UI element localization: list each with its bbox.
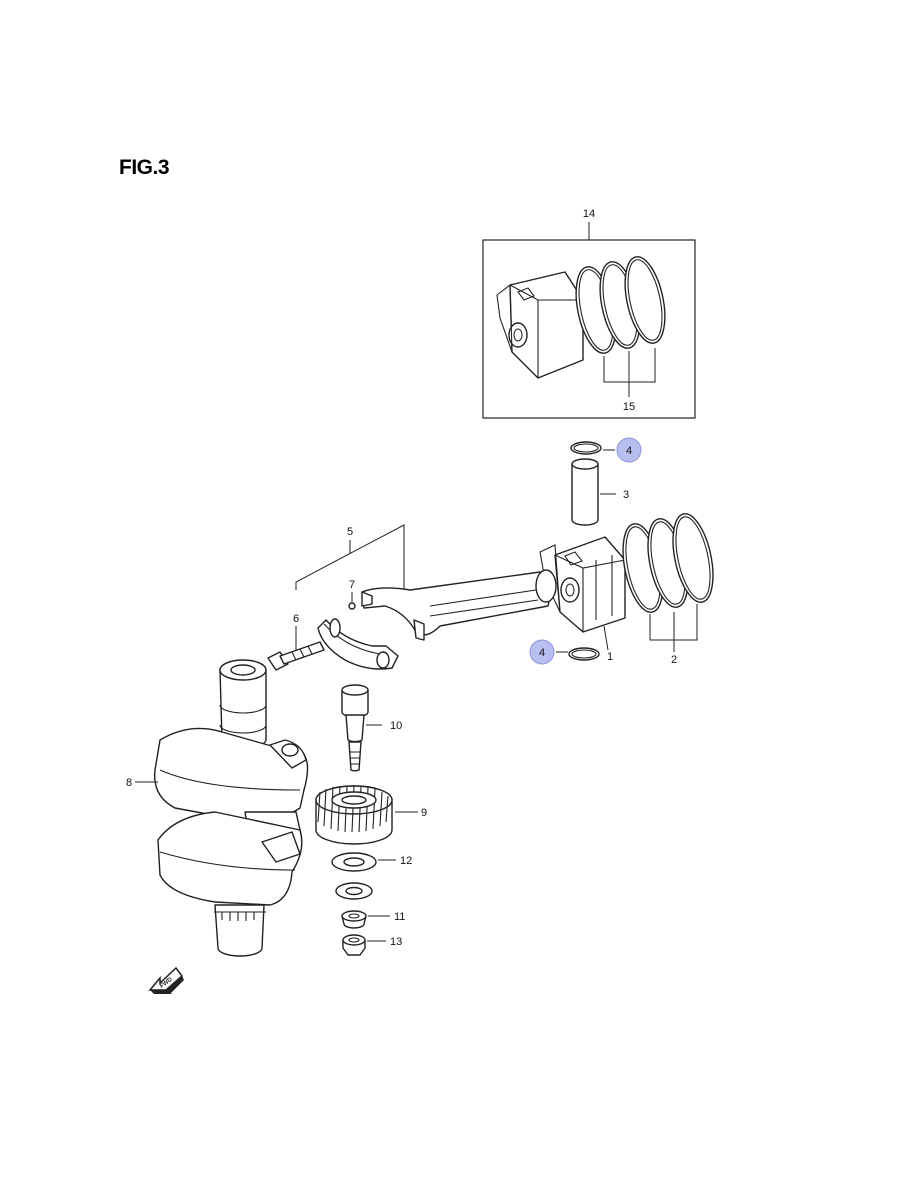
piston-kit-box bbox=[482, 222, 696, 419]
callout-4-upper: 4 bbox=[626, 445, 632, 457]
circlip-lower bbox=[556, 647, 600, 661]
piston bbox=[539, 536, 626, 651]
callout-14: 14 bbox=[583, 208, 595, 220]
rod-bolt bbox=[267, 626, 325, 671]
nut bbox=[342, 934, 386, 956]
piston-rings bbox=[622, 513, 714, 652]
circlip-upper bbox=[570, 441, 615, 455]
crank-gear bbox=[315, 785, 418, 845]
piston-pin bbox=[571, 458, 616, 526]
connecting-rod-cap bbox=[317, 592, 399, 670]
figure-title: FIG.3 bbox=[119, 156, 170, 179]
callout-8: 8 bbox=[126, 777, 132, 789]
callout-13: 13 bbox=[390, 936, 402, 948]
callout-10: 10 bbox=[390, 720, 402, 732]
callout-6: 6 bbox=[293, 613, 299, 625]
callout-2: 2 bbox=[671, 654, 677, 666]
kit-piston bbox=[496, 271, 584, 379]
kit-piston-rings bbox=[575, 256, 666, 354]
callout-9: 9 bbox=[421, 807, 427, 819]
crankshaft bbox=[135, 659, 309, 957]
callout-7: 7 bbox=[349, 579, 355, 591]
fwd-arrow-icon bbox=[148, 966, 184, 994]
callout-4-lower: 4 bbox=[539, 647, 545, 659]
spacer bbox=[341, 910, 390, 929]
lock-washer bbox=[335, 882, 373, 900]
balancer-shaft bbox=[341, 684, 382, 772]
callout-11: 11 bbox=[394, 911, 405, 923]
callout-5: 5 bbox=[347, 526, 353, 538]
callout-15: 15 bbox=[623, 401, 635, 413]
connecting-rod bbox=[361, 569, 557, 641]
highlight-marker bbox=[529, 639, 555, 665]
highlight-marker bbox=[616, 437, 642, 463]
callout-3: 3 bbox=[623, 489, 629, 501]
callout-12: 12 bbox=[400, 855, 412, 867]
washer bbox=[331, 852, 396, 872]
callout-1: 1 bbox=[607, 651, 613, 663]
